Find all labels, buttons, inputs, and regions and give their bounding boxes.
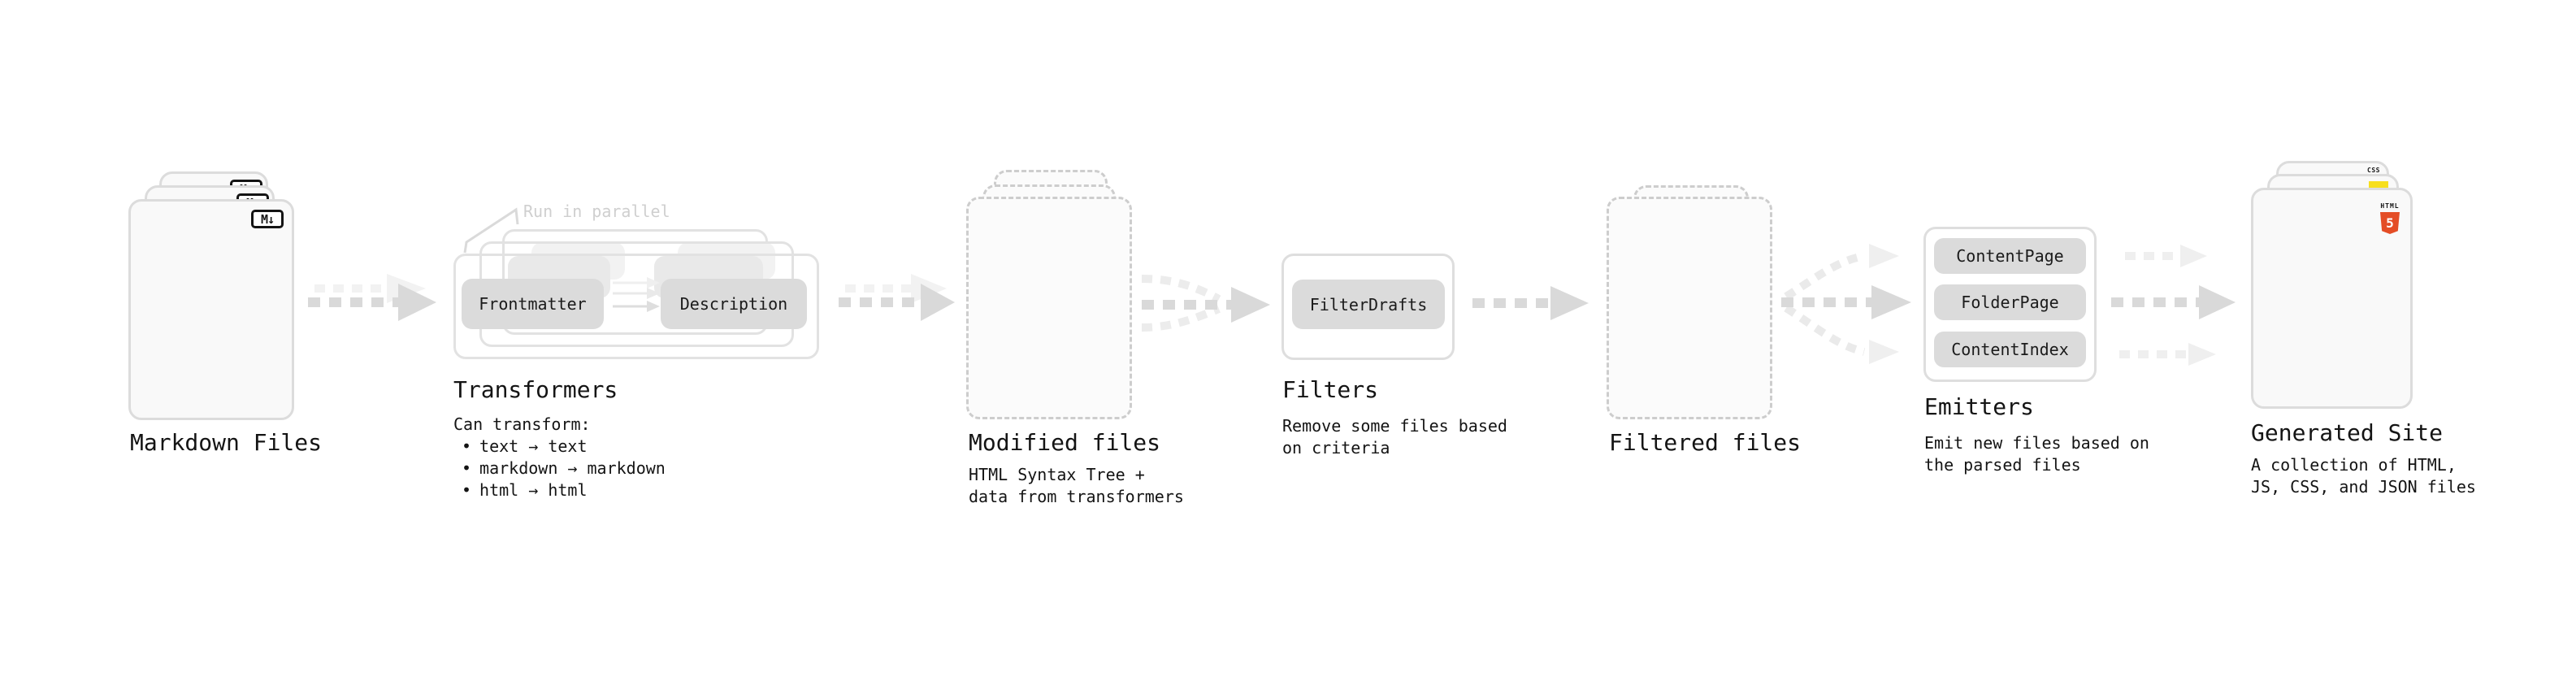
stage-modified-files: Modified files HTML Syntax Tree + data f… [966, 170, 1210, 519]
callout-leader-line [463, 207, 519, 254]
arrow-markdown-to-transformers [308, 274, 436, 321]
generated-site-label: Generated Site [2251, 419, 2444, 446]
filter-drafts-box: FilterDrafts [1292, 280, 1445, 329]
transformer-frame-front [453, 254, 819, 359]
bullet-icon: • [462, 458, 472, 478]
arrow-filtered-to-emitters [1781, 244, 1911, 364]
markdown-files-label: Markdown Files [130, 429, 323, 456]
generated-site-desc: JS, CSS, and JSON files [2251, 477, 2476, 497]
emitter-content-index-box: ContentIndex [1934, 332, 2086, 367]
stage-filtered-files: Filtered files [1607, 170, 1850, 519]
transformers-desc-title: Can transform: [453, 414, 591, 434]
arrow-emitters-to-site [2111, 245, 2236, 366]
bullet-text: text → text [479, 436, 588, 456]
bullet-icon: • [462, 480, 472, 500]
stage-transformers: Run in parallel Frontmatter Description … [453, 199, 835, 516]
site-file-card-html: HTML 5 [2251, 188, 2413, 409]
html5-icon-text: HTML [2380, 202, 2400, 210]
bullet-icon: • [462, 436, 472, 456]
javascript-icon [2369, 181, 2388, 190]
modified-files-desc: data from transformers [969, 487, 1184, 506]
emitters-label: Emitters [1924, 393, 2034, 420]
stage-filters: FilterDrafts Filters Remove some files b… [1281, 254, 1517, 465]
markdown-file-card: M↓ [128, 199, 294, 420]
filtered-file-card [1607, 197, 1772, 419]
transformer-description-box: Description [661, 279, 807, 329]
html5-icon: HTML 5 [2379, 196, 2400, 234]
bullet-text: markdown → markdown [479, 458, 666, 478]
transform-bullet-item: • markdown → markdown [462, 458, 666, 479]
transformers-label: Transformers [453, 376, 618, 403]
emitters-desc: Emit new files based on [1924, 433, 2149, 453]
stage-emitters: ContentPage FolderPage ContentIndex Emit… [1923, 227, 2159, 479]
stage-markdown-files: M↓ M↓ M↓ Markdown Files [128, 171, 470, 513]
arrow-modified-to-filters [1141, 275, 1270, 332]
transform-bullet-item: • text → text [462, 436, 588, 458]
transform-bullet-item: • html → html [462, 479, 588, 501]
arrow-transformers-to-modified [839, 274, 955, 321]
bullet-text: html → html [479, 480, 588, 500]
emitters-desc: the parsed files [1924, 455, 2081, 475]
filters-desc: on criteria [1282, 438, 1390, 458]
modified-files-label: Modified files [969, 429, 1161, 456]
parallel-arrows-icon [613, 277, 660, 312]
arrow-filters-to-filtered [1472, 286, 1589, 320]
html5-icon-shield: 5 [2380, 212, 2400, 234]
filters-desc: Remove some files based [1282, 416, 1507, 436]
modified-files-desc: HTML Syntax Tree + [969, 465, 1145, 484]
emitter-folder-page-box: FolderPage [1934, 284, 2086, 320]
emitter-content-page-box: ContentPage [1934, 238, 2086, 274]
generated-site-desc: A collection of HTML, [2251, 455, 2457, 475]
transformer-frontmatter-box: Frontmatter [462, 279, 604, 329]
markdown-icon: M↓ [251, 210, 284, 228]
modified-file-card [966, 197, 1132, 419]
stage-generated-site: CSS HTML 5 Generated Site A collection o… [2251, 161, 2495, 518]
run-in-parallel-note: Run in parallel [523, 202, 670, 221]
filtered-files-label: Filtered files [1609, 429, 1802, 456]
filters-label: Filters [1282, 376, 1379, 403]
